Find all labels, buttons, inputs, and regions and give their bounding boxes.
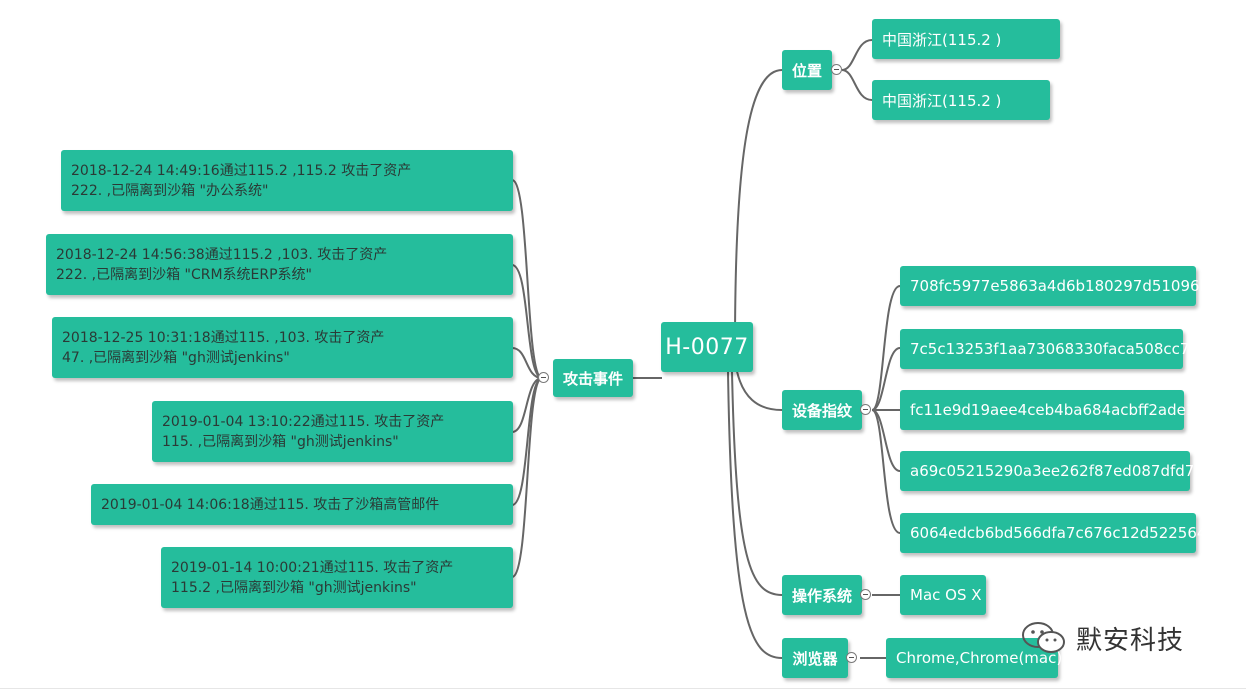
- fingerprint-item-3[interactable]: fc11e9d19aee4ceb4ba684acbff2ade1: [900, 390, 1195, 430]
- event-line-2: 47.‌ ,已隔离到沙箱 "gh测试jenkins": [62, 349, 290, 366]
- event-node-6[interactable]: 2019-01-14 10:00:21通过115.‌ 攻击了资产 115.2‌ …: [161, 547, 513, 608]
- event-line-1: 2018-12-24 14:56:38通过115.2‌ ,103.‌ 攻击了资产: [56, 246, 388, 263]
- event-node-2[interactable]: 2018-12-24 14:56:38通过115.2‌ ,103.‌ 攻击了资产…: [46, 234, 513, 295]
- fingerprint-item-5[interactable]: 6064edcb6bd566dfa7c676c12d522564: [900, 513, 1206, 553]
- location-item-1[interactable]: 中国浙江(115.2‌ ): [872, 19, 1060, 59]
- location-item-2[interactable]: 中国浙江(115.2‌ ): [872, 80, 1050, 120]
- branch-location[interactable]: 位置: [782, 50, 832, 90]
- bottom-divider: [0, 688, 1246, 689]
- event-node-1[interactable]: 2018-12-24 14:49:16通过115.2‌‌ ‌,115.2‌ 攻击…: [61, 150, 513, 211]
- collapse-toggle-location[interactable]: [831, 64, 842, 75]
- collapse-toggle-attack[interactable]: [538, 372, 549, 383]
- branch-operating-system[interactable]: 操作系统: [782, 575, 862, 615]
- collapse-toggle-browser[interactable]: [846, 652, 857, 663]
- branch-device-fingerprint[interactable]: 设备指纹: [782, 390, 862, 430]
- event-node-4[interactable]: 2019-01-04 13:10:22通过115.‌ 攻击了资产 115.‌ ,…: [152, 401, 513, 462]
- wechat-icon: [1022, 622, 1065, 653]
- event-line-2: 222.‌ ,已隔离到沙箱 "CRM系统ERP系统": [56, 266, 312, 283]
- event-line-1: 2019-01-14 10:00:21通过115.‌ 攻击了资产: [171, 559, 454, 576]
- event-line-1: 2018-12-25 10:31:18通过115.‌ ,103.‌ 攻击了资产: [62, 329, 385, 346]
- fingerprint-item-4[interactable]: a69c05215290a3ee262f87ed087dfd77: [900, 451, 1204, 491]
- root-node[interactable]: H-0077: [661, 322, 753, 372]
- fingerprint-item-2[interactable]: 7c5c13253f1aa73068330faca508cc7e: [900, 329, 1199, 369]
- event-line-2: 115.‌ ,已隔离到沙箱 "gh测试jenkins": [162, 433, 399, 450]
- watermark: 默安科技: [1020, 616, 1184, 660]
- watermark-text: 默安科技: [1076, 625, 1185, 656]
- collapse-toggle-fingerprint[interactable]: [860, 404, 871, 415]
- fingerprint-item-1[interactable]: 708fc5977e5863a4d6b180297d51096b: [900, 266, 1209, 306]
- event-line-2: 222.‌ ,已隔离到沙箱 "办公系统": [71, 182, 269, 199]
- branch-attack-events[interactable]: 攻击事件: [553, 359, 633, 397]
- browser-item-1[interactable]: Chrome,Chrome(mac): [886, 638, 1062, 678]
- branch-browser[interactable]: 浏览器: [782, 638, 848, 678]
- event-line-1: 2019-01-04 13:10:22通过115.‌ 攻击了资产: [162, 413, 445, 430]
- event-line-2: 115.2‌ ,已隔离到沙箱 "gh测试jenkins": [171, 579, 417, 596]
- event-line-1: 2018-12-24 14:49:16通过115.2‌‌ ‌,115.2‌ 攻击…: [71, 162, 412, 179]
- event-node-5[interactable]: 2019-01-04 14:06:18通过115.‌ 攻击了沙箱高管邮件: [91, 484, 513, 525]
- event-line-1: 2019-01-04 14:06:18通过115.‌ 攻击了沙箱高管邮件: [101, 496, 440, 513]
- os-item-1[interactable]: Mac OS X: [900, 575, 986, 615]
- event-node-3[interactable]: 2018-12-25 10:31:18通过115.‌ ,103.‌ 攻击了资产 …: [52, 317, 513, 378]
- collapse-toggle-os[interactable]: [860, 589, 871, 600]
